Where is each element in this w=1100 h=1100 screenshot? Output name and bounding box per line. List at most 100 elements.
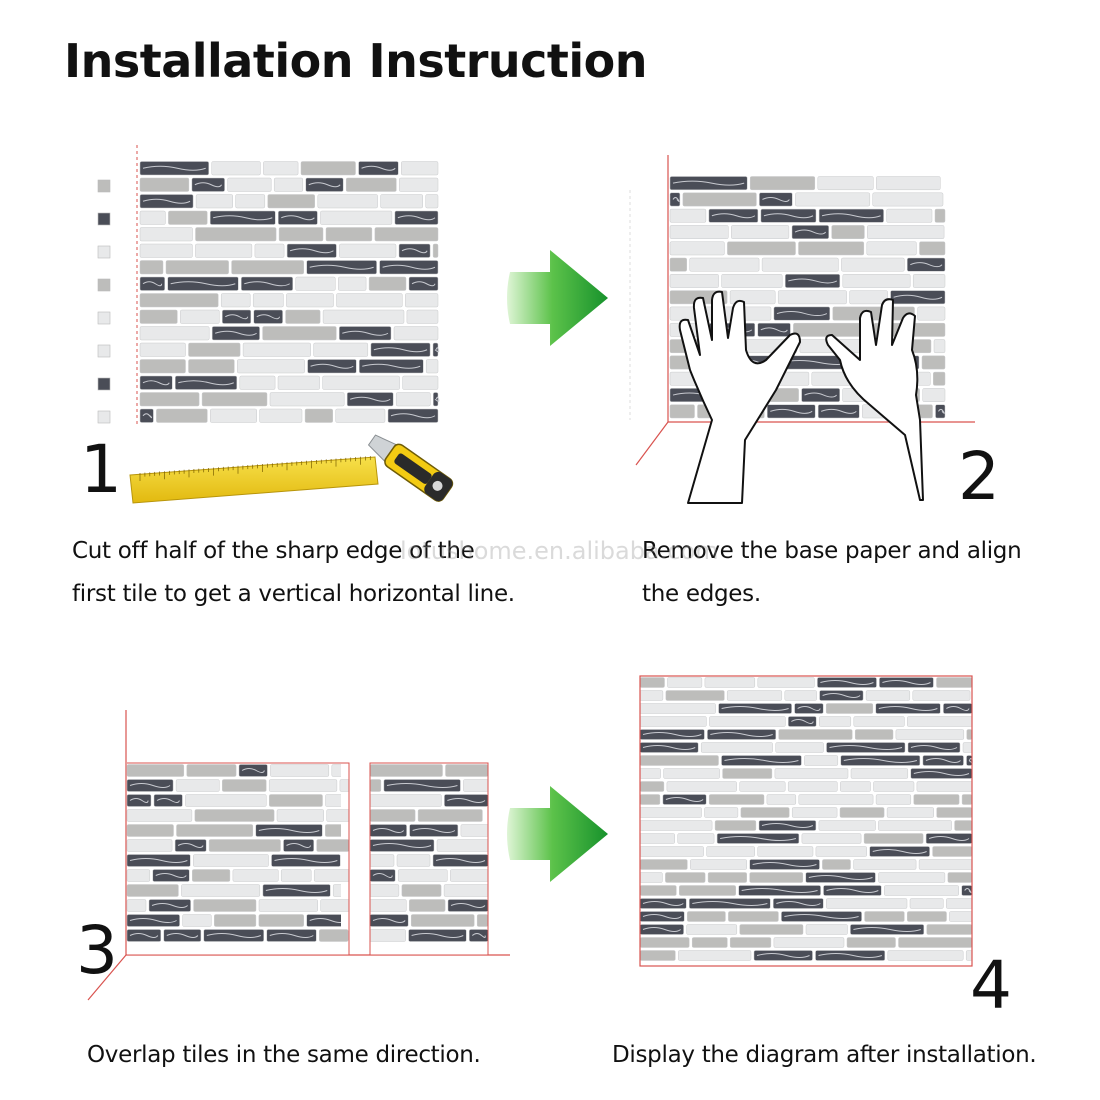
marble-vein [142,198,191,204]
marble-vein [372,918,406,923]
mosaic-tile [258,914,304,927]
mosaic-tile [639,937,690,948]
marble-vein [129,933,159,938]
mosaic-tile [425,194,439,209]
step3-caption-line1: Overlap tiles in the same direction. [87,1042,481,1068]
marble-vein [724,758,799,763]
mosaic-tile [408,929,467,942]
mosaic-tile [781,911,862,922]
marble-vein [642,745,696,750]
edge-tile-piece [97,410,111,424]
marble-vein [142,380,170,386]
step2-number: 2 [958,438,1000,515]
mosaic-tile [186,764,237,777]
step3-illustration [87,710,510,1001]
mosaic-tile [273,177,304,192]
mosaic-tile [401,161,439,176]
mosaic-tile [819,690,864,701]
mosaic-tile [278,210,318,225]
marble-vein [910,745,958,750]
mosaic-tile [669,208,707,223]
marble-vein [721,706,789,711]
mosaic-tile [369,854,395,867]
mosaic-tile [425,359,439,374]
mosaic-tile [393,326,439,341]
mosaic-tile [639,872,663,883]
mosaic-tile [850,768,909,779]
marble-vein [170,281,236,287]
mosaic-tile [182,914,212,927]
mosaic-tile [913,794,960,805]
marble-vein [804,392,837,398]
marble-vein [692,901,768,906]
mosaic-tile [785,274,841,288]
mosaic-tile [778,729,853,740]
mosaic-tile [139,260,164,275]
mosaic-tile [639,859,688,870]
marble-vein [642,914,682,919]
mosaic-tile [242,342,311,357]
mosaic-tile [925,833,973,844]
tile-sheet-step3-right [369,762,489,956]
mosaic-tile [826,898,908,909]
mosaic-tile [739,924,804,935]
mosaic-tile [139,375,173,390]
mosaic-tile [890,290,946,305]
marble-vein [362,363,421,369]
mosaic-tile [788,716,817,727]
mosaic-tile [174,839,207,852]
marble-vein [241,768,265,773]
marble-vein [820,408,857,414]
mosaic-tile [853,716,905,727]
mosaic-tile [409,824,459,837]
marble-vein [760,327,788,333]
mosaic-tile [167,276,239,291]
mosaic-tile [639,950,676,961]
marble-vein [910,262,943,268]
mosaic-tile [374,227,439,242]
marble-vein [412,828,456,833]
mosaic-tile [739,781,786,792]
mosaic-tile [277,375,320,390]
mosaic-tile [729,937,772,948]
mosaic-tile [139,276,165,291]
mosaic-tile [909,898,944,909]
mosaic-tile [304,408,333,423]
mosaic-tile [907,742,961,753]
mosaic-tile [276,809,324,822]
marble-vein [756,953,810,958]
marble-vein [372,828,405,833]
mosaic-tile [254,243,285,258]
marble-vein [776,901,821,906]
mosaic-tile [687,911,726,922]
mosaic-tile [238,764,268,777]
mosaic-tile [922,388,946,402]
mosaic-tile [126,929,162,942]
mosaic-tile [817,404,860,419]
mosaic-tile [936,677,973,688]
mosaic-tile [708,794,765,805]
mosaic-tile [188,359,235,374]
marble-vein [893,294,943,300]
mosaic-tile [947,872,973,883]
marble-vein [411,281,436,287]
mosaic-tile [907,911,947,922]
mosaic-tile [369,779,382,792]
mosaic-tile [873,781,915,792]
mosaic-tile [402,375,439,390]
mosaic-tile [339,326,392,341]
mosaic-tile [210,408,257,423]
mosaic-tile [749,859,820,870]
mosaic-tile [912,690,971,701]
mosaic-tile [639,846,704,857]
edge-notch [341,823,350,838]
step1-number: 1 [80,431,122,508]
mosaic-tile [775,742,824,753]
mosaic-tile [704,677,756,688]
mosaic-tile [258,899,318,912]
mosaic-tile [749,872,804,883]
mosaic-tile [139,243,193,258]
mosaic-tile [126,764,185,777]
marble-vein [434,396,440,402]
